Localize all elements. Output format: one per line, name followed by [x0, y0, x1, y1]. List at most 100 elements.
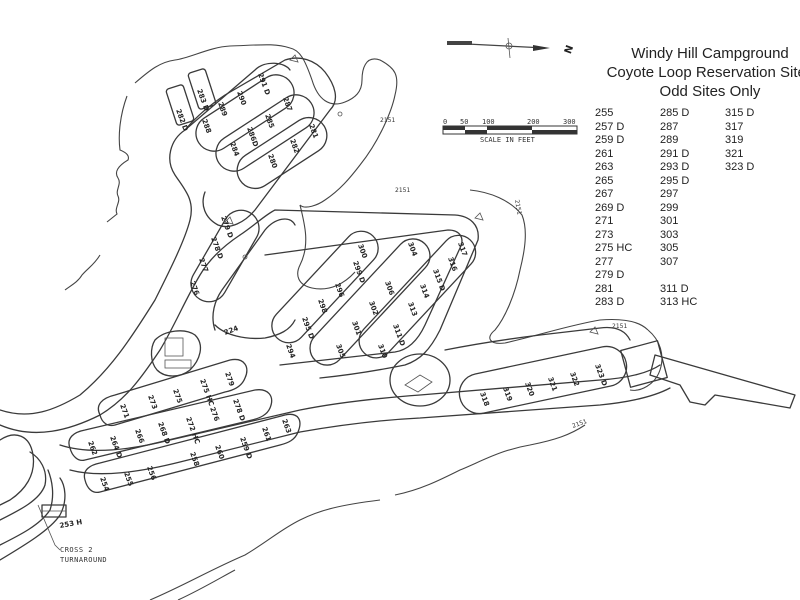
- svg-text:306: 306: [383, 280, 396, 297]
- legend-item: 311 D: [660, 282, 689, 295]
- svg-text:315 D: 315 D: [431, 268, 446, 292]
- center-pod-1: [271, 230, 379, 344]
- svg-text:286D: 286D: [245, 126, 260, 148]
- legend-item: 279 D: [595, 269, 625, 281]
- east-pod: [458, 345, 628, 415]
- svg-text:296: 296: [333, 282, 346, 299]
- turnaround-leader: [37, 504, 61, 551]
- svg-text:200: 200: [527, 118, 540, 126]
- svg-text:300: 300: [356, 243, 369, 260]
- legend-item: 295 D: [660, 174, 690, 187]
- svg-text:317: 317: [456, 241, 469, 258]
- site-pod-282: [165, 84, 195, 126]
- turnaround-label-line1: CROSS 2: [60, 546, 93, 554]
- legend-item: [660, 269, 697, 283]
- svg-text:305: 305: [334, 343, 347, 360]
- legend-column-3: 315 D 317 319 321 323 D: [725, 107, 754, 175]
- map-subtitle-note: Odd Sites Only: [659, 83, 761, 100]
- svg-text:282: 282: [288, 138, 301, 155]
- svg-text:304: 304: [406, 241, 419, 258]
- road-west-curve-c: [0, 469, 54, 546]
- terrain-outline-sw: [64, 254, 101, 291]
- legend-item: 265: [595, 174, 614, 187]
- marker-icon: [242, 254, 248, 260]
- svg-text:318: 318: [478, 391, 491, 408]
- building-steps: [164, 359, 192, 369]
- svg-text:301: 301: [350, 320, 363, 337]
- svg-text:259 D: 259 D: [238, 436, 253, 460]
- legend-item: 315 D: [725, 107, 755, 119]
- road-south-inner: [69, 387, 671, 475]
- svg-text:283 D: 283 D: [195, 88, 210, 112]
- terrain-outline-west: [106, 95, 129, 223]
- legend-item: 257 D: [595, 120, 625, 133]
- south-pod-1: [97, 358, 248, 427]
- svg-text:322: 322: [568, 371, 581, 388]
- north-arrow-icon: N: [446, 37, 576, 59]
- svg-text:N: N: [563, 44, 576, 56]
- road-east-spur-top: [444, 326, 631, 351]
- svg-text:282 D: 282 D: [174, 108, 189, 132]
- terrain-outline-south: [149, 424, 586, 600]
- legend-item: 285 D: [660, 107, 690, 119]
- legend-item: 273: [595, 228, 614, 241]
- legend-item: 303: [660, 228, 679, 241]
- legend-item: 289: [660, 134, 679, 146]
- svg-text:254: 254: [98, 476, 111, 493]
- restroom-building: [150, 330, 202, 377]
- svg-text:290: 290: [235, 90, 248, 107]
- legend-item: 301: [660, 215, 679, 227]
- legend-item: 283 D: [595, 296, 625, 308]
- legend-item: 317: [725, 120, 744, 133]
- legend-item: 307: [660, 255, 679, 268]
- legend-item: 277: [595, 255, 614, 268]
- svg-text:276: 276: [208, 406, 221, 423]
- road-west-curve-d: [0, 477, 66, 561]
- east-access-road: [649, 354, 796, 409]
- upper-loop-pod-1: [195, 74, 295, 152]
- svg-text:280: 280: [266, 153, 279, 170]
- south-pod-2: [68, 389, 273, 462]
- svg-text:316: 316: [446, 256, 459, 273]
- legend-item: 263: [595, 161, 614, 173]
- legend-item: 275 HC: [595, 242, 633, 254]
- scale-bar: 0 50 100 200 300 SCALE IN FEET: [442, 118, 578, 144]
- svg-text:314: 314: [418, 283, 431, 300]
- map-title-block: Windy Hill Campground Coyote Loop Reserv…: [600, 44, 800, 101]
- site-224-pod: [214, 319, 296, 340]
- upper-loop-pod-2: [215, 94, 315, 172]
- svg-text:298: 298: [316, 298, 329, 315]
- terrain-outline-middle: [297, 204, 356, 290]
- svg-text:310: 310: [376, 343, 389, 360]
- marker-icon: [289, 54, 299, 63]
- legend-item: 259 D: [595, 134, 625, 146]
- svg-text:275: 275: [171, 388, 184, 405]
- legend-item: 255: [595, 107, 614, 119]
- svg-text:260: 260: [213, 444, 226, 461]
- svg-text:50: 50: [460, 118, 468, 126]
- legend-column-1: 255 257 D 259 D 261 263 265 267 269 D 27…: [595, 107, 632, 310]
- terrain-outline-far-east: [629, 329, 663, 391]
- contour-label: 2151: [380, 117, 395, 124]
- svg-text:264 D: 264 D: [108, 435, 123, 459]
- east-parking-lot: [620, 340, 668, 388]
- road-center-inner: [264, 229, 463, 366]
- svg-text:279: 279: [223, 371, 236, 388]
- svg-text:261: 261: [260, 426, 273, 443]
- contour-label: 2151: [612, 323, 627, 330]
- legend-item: 291 D: [660, 147, 690, 160]
- legend-item: 287: [660, 120, 679, 133]
- main-road-east-edge: [0, 234, 241, 434]
- svg-text:284: 284: [228, 141, 241, 158]
- svg-text:SCALE IN FEET: SCALE IN FEET: [480, 136, 536, 144]
- svg-text:268 D: 268 D: [156, 421, 171, 445]
- upper-loop-pod-3: [236, 116, 328, 190]
- site-253-label: 253 H: [59, 518, 83, 530]
- svg-text:288: 288: [200, 118, 213, 135]
- svg-text:300: 300: [563, 118, 576, 126]
- legend-item: 319: [725, 134, 744, 146]
- marker-icon: [474, 212, 484, 221]
- svg-text:0: 0: [443, 118, 447, 126]
- legend-item: 281: [595, 282, 614, 295]
